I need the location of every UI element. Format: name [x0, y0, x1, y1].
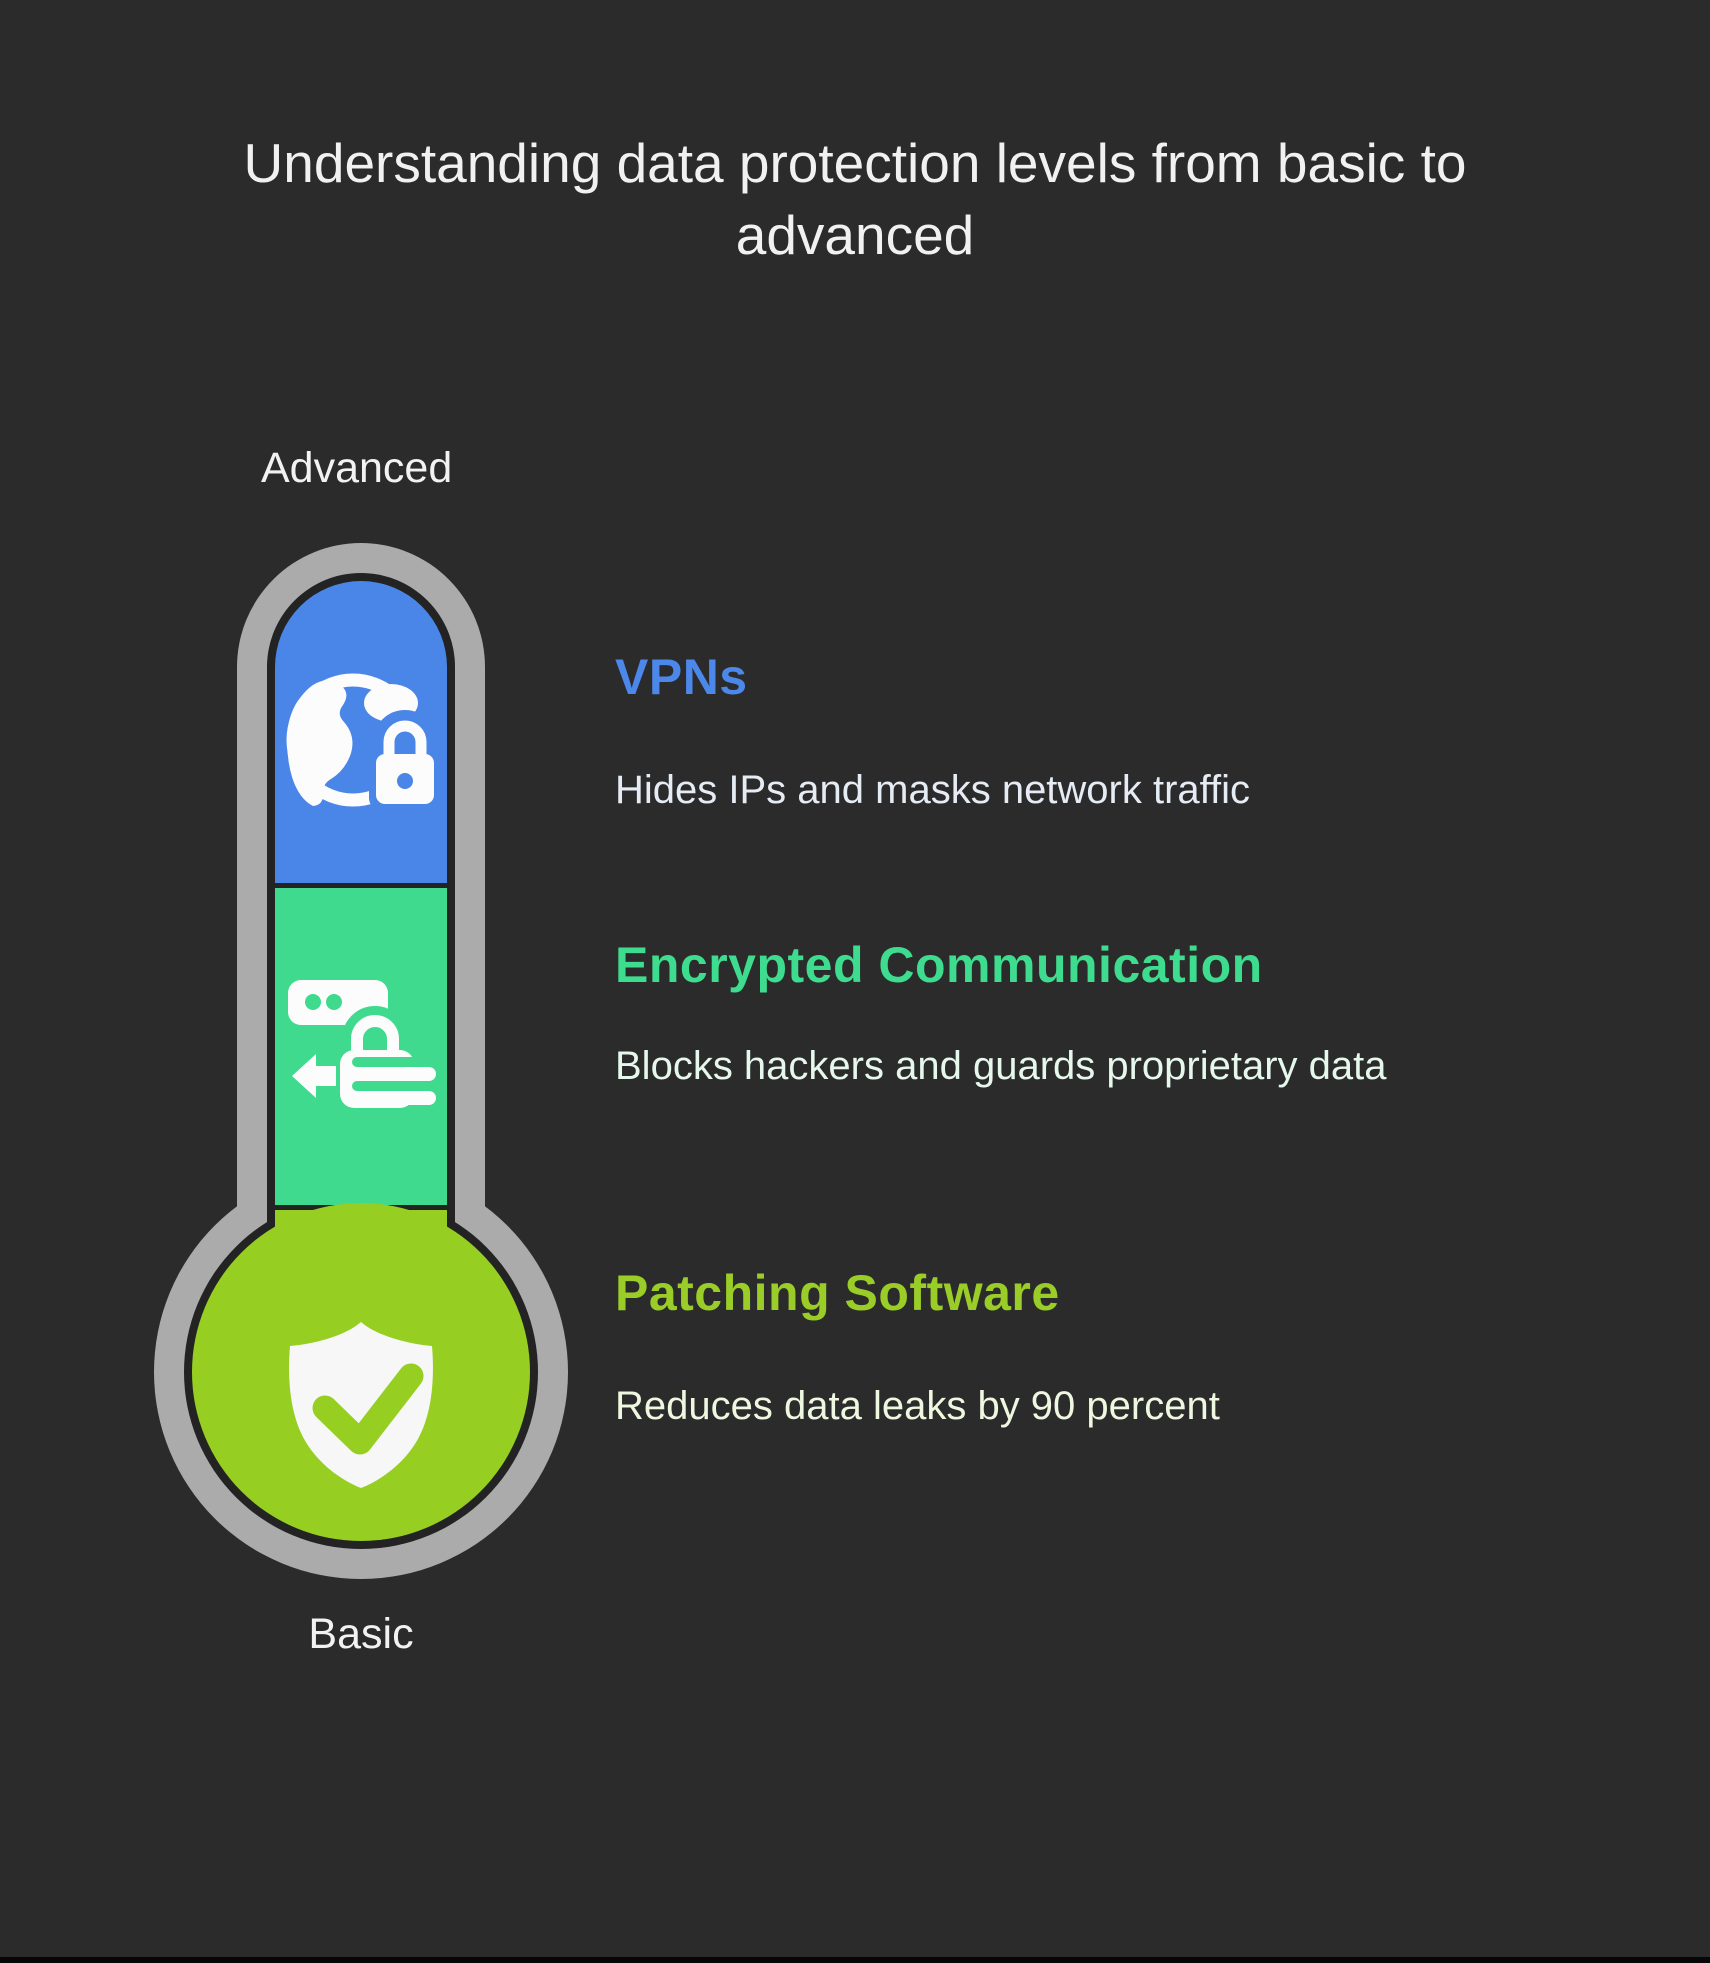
level-description-encrypted-communication: Blocks hackers and guards proprietary da…: [615, 1044, 1387, 1088]
globe-lock-icon: [286, 673, 441, 811]
bottom-edge-bar: [0, 1957, 1710, 1963]
advanced-label: Advanced: [261, 444, 453, 492]
level-description-patching-software: Reduces data leaks by 90 percent: [615, 1384, 1220, 1428]
basic-label: Basic: [308, 1610, 414, 1658]
level-heading-encrypted-communication: Encrypted Communication: [615, 937, 1263, 993]
page-title: Understanding data protection levels fro…: [0, 128, 1710, 271]
level-heading-patching-software: Patching Software: [615, 1265, 1060, 1321]
shield-check-icon: [289, 1322, 433, 1488]
level-heading-vpns: VPNs: [615, 649, 748, 705]
message-lock-icon: [288, 980, 436, 1114]
page-title-text: Understanding data protection levels fro…: [243, 132, 1467, 266]
level-description-vpns: Hides IPs and masks network traffic: [615, 768, 1251, 812]
